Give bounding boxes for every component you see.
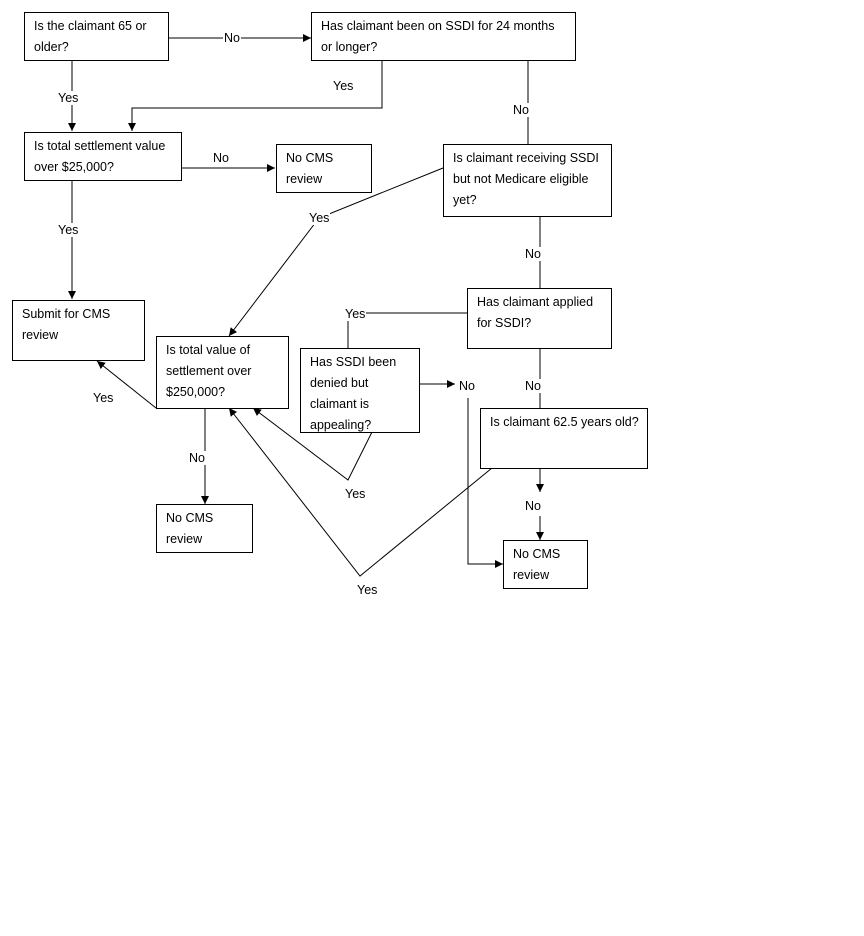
edge-denied-no-b xyxy=(467,398,503,568)
label-age65-no: No xyxy=(223,31,241,45)
node-settle25k: Is total settlement value over $25,000? xyxy=(24,132,182,181)
label-settle25k-no: No xyxy=(212,151,230,165)
label-age625-no: No xyxy=(524,499,542,513)
label-applied-no: No xyxy=(524,379,542,393)
label-receiving-yes: Yes xyxy=(308,211,331,225)
node-age625: Is claimant 62.5 years old? xyxy=(480,408,648,469)
edge-receiving-yes xyxy=(228,167,444,337)
label-age625-yes: Yes xyxy=(356,583,379,597)
node-receiving-ssdi: Is claimant receiving SSDI but not Medic… xyxy=(443,144,612,217)
edge-settle250k-yes xyxy=(96,360,157,409)
node-settle250k: Is total value of settlement over $250,0… xyxy=(156,336,289,409)
label-denied-yes: Yes xyxy=(344,487,367,501)
label-settle25k-yes: Yes xyxy=(57,223,80,237)
label-settle250k-no: No xyxy=(188,451,206,465)
node-submit: Submit for CMS review xyxy=(12,300,145,361)
node-applied-ssdi: Has claimant applied for SSDI? xyxy=(467,288,612,349)
label-denied-no: No xyxy=(458,379,476,393)
node-denied-appealing: Has SSDI been denied but claimant is app… xyxy=(300,348,420,433)
label-receiving-no: No xyxy=(524,247,542,261)
label-ssdi24-yes: Yes xyxy=(332,79,355,93)
edge-ssdi24-yes xyxy=(128,60,383,131)
label-age65-yes: Yes xyxy=(57,91,80,105)
edge-age625-yes xyxy=(228,407,493,577)
label-ssdi24-no: No xyxy=(512,103,530,117)
node-no-review-2: No CMS review xyxy=(503,540,588,589)
label-applied-yes: Yes xyxy=(344,307,367,321)
node-no-review-1: No CMS review xyxy=(276,144,372,193)
label-settle250k-yes: Yes xyxy=(92,391,115,405)
node-ssdi24: Has claimant been on SSDI for 24 months … xyxy=(311,12,576,61)
node-no-review-3: No CMS review xyxy=(156,504,253,553)
node-age65: Is the claimant 65 or older? xyxy=(24,12,169,61)
edge-denied-yes xyxy=(252,407,373,481)
